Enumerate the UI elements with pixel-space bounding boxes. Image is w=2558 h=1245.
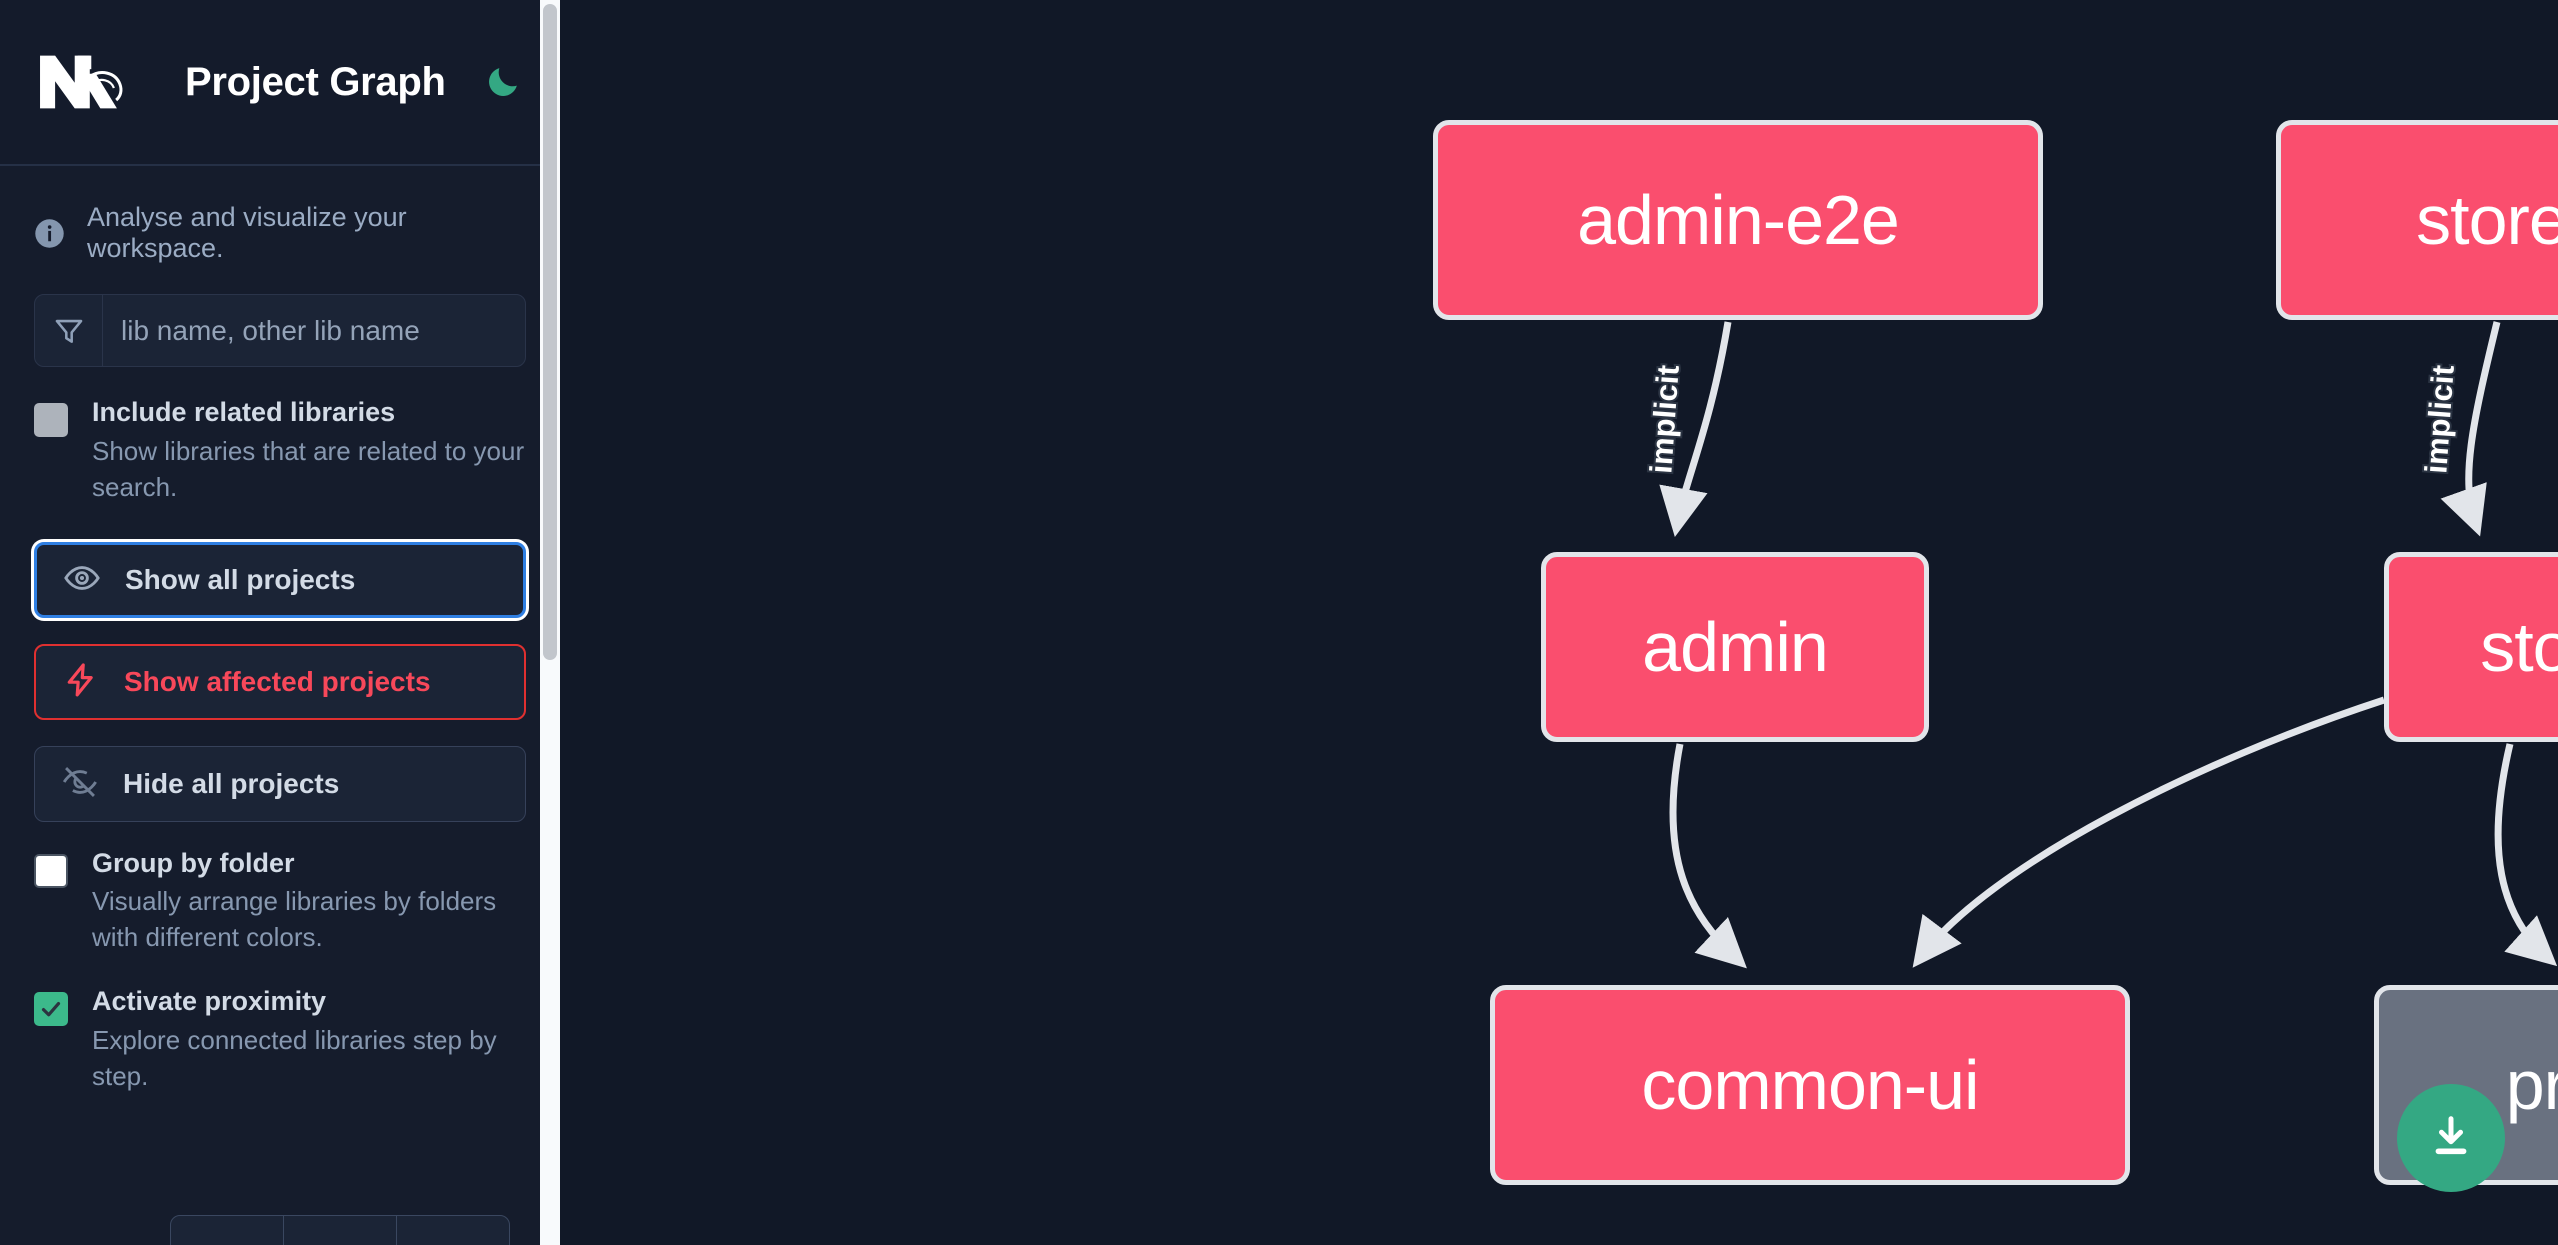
show-affected-projects-button[interactable]: Show affected projects bbox=[34, 643, 526, 720]
tagline-text: Analyse and visualize your workspace. bbox=[87, 202, 407, 263]
graph-node-store-e2e[interactable]: store-e2e bbox=[2276, 120, 2558, 320]
checkbox-include-related-libraries[interactable]: Include related libraries Show libraries… bbox=[34, 397, 526, 506]
segment-3[interactable] bbox=[397, 1216, 509, 1245]
lightning-bolt-icon bbox=[62, 661, 100, 702]
node-label: admin-e2e bbox=[1577, 181, 1900, 259]
node-label: store-e2e bbox=[2416, 181, 2558, 259]
node-label: store bbox=[2480, 608, 2558, 686]
segment-2[interactable] bbox=[284, 1216, 397, 1245]
nx-logo-icon bbox=[34, 51, 132, 113]
graph-node-admin-e2e[interactable]: admin-e2e bbox=[1433, 120, 2043, 320]
download-button[interactable] bbox=[2397, 1084, 2505, 1192]
node-label: common-ui bbox=[1641, 1046, 1979, 1124]
graph-edges-layer: implicit implicit bbox=[1641, 321, 2558, 969]
checkbox-group-by-folder[interactable]: Group by folder Visually arrange librari… bbox=[34, 848, 526, 957]
eye-icon bbox=[63, 559, 101, 600]
button-label: Hide all projects bbox=[123, 767, 340, 799]
edge-label-implicit-store: implicit bbox=[2418, 364, 2460, 475]
page-title: Project Graph bbox=[185, 59, 446, 104]
segment-1[interactable] bbox=[171, 1216, 284, 1245]
edge-labels-layer: implicit implicit bbox=[1641, 362, 2462, 477]
node-label: products bbox=[2505, 1046, 2558, 1124]
checkbox-description: Show libraries that are related to your … bbox=[92, 435, 525, 502]
checkbox-label: Include related libraries bbox=[92, 397, 396, 427]
checkbox-activate-proximity[interactable]: Activate proximity Explore connected lib… bbox=[34, 986, 526, 1095]
filter-icon bbox=[35, 295, 103, 366]
show-all-projects-button[interactable]: Show all projects bbox=[34, 541, 526, 618]
moon-icon[interactable] bbox=[480, 59, 526, 105]
graph-node-store[interactable]: store bbox=[2384, 552, 2558, 742]
checkbox-label: Activate proximity bbox=[92, 986, 327, 1017]
graph-canvas[interactable]: implicit implicit admin-e2e store-e2e ad… bbox=[560, 0, 2558, 1245]
edge-store-to-common-ui bbox=[1912, 696, 2386, 968]
edge-store-e2e-to-store bbox=[2440, 321, 2501, 537]
checkbox-box[interactable] bbox=[34, 853, 68, 888]
sidebar: Project Graph Analyse and visualize yo bbox=[0, 0, 560, 1245]
sidebar-tagline: Analyse and visualize your workspace. bbox=[0, 166, 560, 294]
bottom-segmented-control[interactable] bbox=[170, 1215, 510, 1245]
node-label: admin bbox=[1642, 608, 1829, 686]
checkbox-description: Explore connected libraries step by step… bbox=[92, 1025, 497, 1091]
sidebar-header: Project Graph bbox=[0, 0, 560, 166]
button-label: Show affected projects bbox=[124, 665, 431, 697]
sidebar-body: Include related libraries Show libraries… bbox=[0, 294, 560, 1095]
sidebar-scroll-area[interactable]: Project Graph Analyse and visualize yo bbox=[0, 0, 560, 1245]
checkbox-box[interactable] bbox=[34, 992, 68, 1027]
hide-all-projects-button[interactable]: Hide all projects bbox=[34, 745, 526, 822]
project-visibility-buttons: Show all projects Show affected projects bbox=[34, 541, 526, 822]
sidebar-scrollbar-thumb[interactable] bbox=[543, 4, 557, 660]
graph-node-common-ui[interactable]: common-ui bbox=[1490, 985, 2130, 1185]
download-icon bbox=[2425, 1111, 2477, 1166]
eye-off-icon bbox=[61, 763, 99, 804]
edge-admin-to-common-ui bbox=[1669, 743, 1747, 969]
checkbox-box[interactable] bbox=[34, 403, 68, 437]
edge-store-to-products bbox=[2494, 743, 2558, 967]
search-field[interactable] bbox=[34, 294, 526, 367]
checkbox-description: Visually arrange libraries by folders wi… bbox=[92, 886, 497, 953]
graph-node-admin[interactable]: admin bbox=[1541, 552, 1929, 742]
search-input[interactable] bbox=[103, 295, 525, 366]
sidebar-scrollbar[interactable] bbox=[540, 0, 560, 1245]
edge-admin-e2e-to-admin bbox=[1659, 321, 1732, 538]
button-label: Show all projects bbox=[125, 563, 356, 595]
checkbox-label: Group by folder bbox=[92, 847, 295, 878]
edge-label-implicit-admin: implicit bbox=[1643, 364, 1685, 475]
info-icon bbox=[34, 218, 65, 249]
check-icon bbox=[41, 1002, 61, 1017]
